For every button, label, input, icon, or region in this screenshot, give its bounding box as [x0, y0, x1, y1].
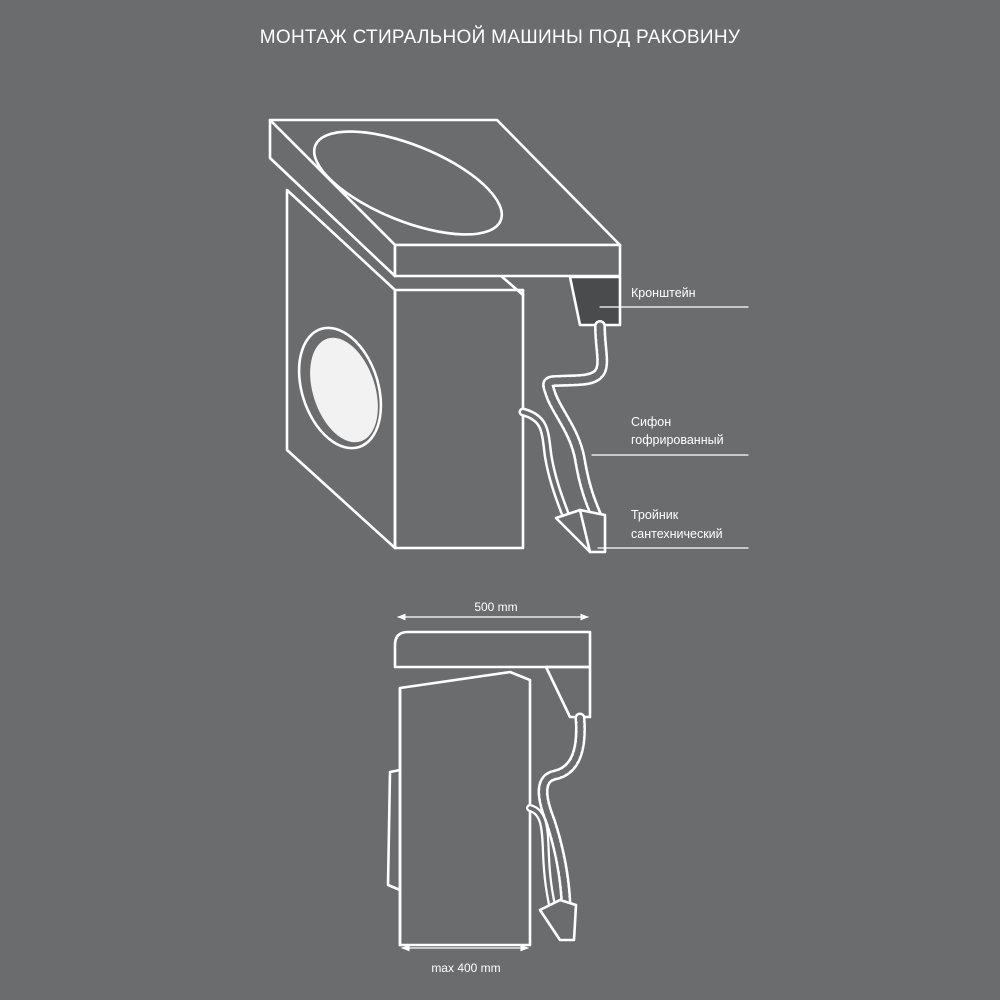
drain-hose-inner: [521, 410, 568, 518]
side-sink: [393, 630, 592, 669]
side-siphon: [537, 712, 586, 911]
callout-tee-label-line1: Тройник: [631, 508, 679, 522]
machine-side-face: [393, 288, 525, 550]
sink-bowl: [312, 130, 504, 236]
corrugated-siphon: [542, 320, 609, 521]
sink-side-edge: [393, 243, 622, 278]
side-machine: [398, 670, 532, 947]
isometric-view: [268, 118, 749, 554]
bracket: [568, 275, 622, 327]
callout-siphon-label-line2: гофрированный: [631, 433, 724, 447]
plumbing-tee: [554, 508, 607, 554]
dimension-label-machine-depth: max 400 mm: [431, 961, 500, 975]
side-bracket: [544, 665, 592, 719]
callout-tee-label-line2: сантехнический: [631, 527, 723, 541]
machine-door-glass: [310, 337, 378, 443]
sink: [268, 118, 622, 278]
callout-siphon-label-line1: Сифон: [631, 415, 671, 429]
side-view: [386, 613, 592, 952]
callout-lines: [591, 306, 749, 549]
dimension-label-sink-width: 500 mm: [474, 600, 517, 614]
washing-machine: [285, 188, 525, 550]
machine-door: [297, 326, 383, 450]
callout-bracket-label: Кронштейн: [631, 286, 696, 300]
side-door: [386, 768, 402, 892]
page-title: МОНТАЖ СТИРАЛЬНОЙ МАШИНЫ ПОД РАКОВИНУ: [259, 27, 741, 48]
side-tee: [538, 898, 578, 942]
